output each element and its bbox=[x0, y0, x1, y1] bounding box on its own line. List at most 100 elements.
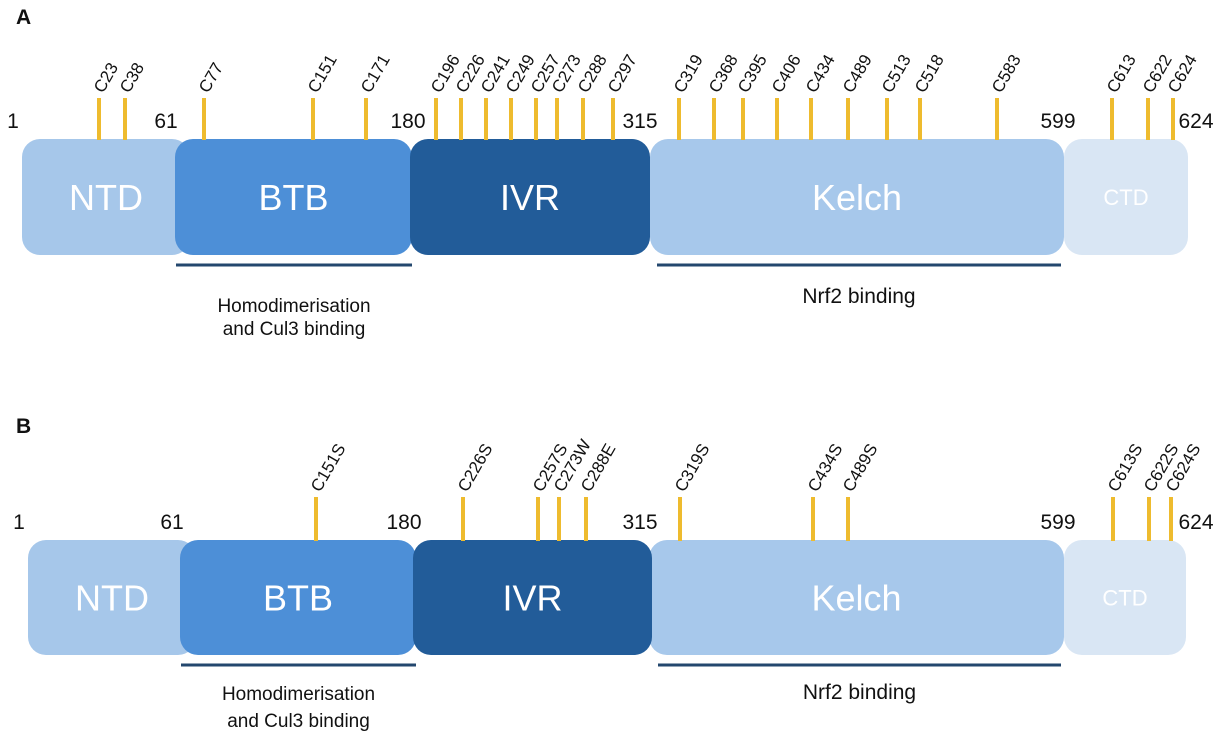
cysteine-marker bbox=[1110, 98, 1114, 140]
cysteine-label: C38 bbox=[116, 59, 148, 96]
cysteine-marker bbox=[364, 98, 368, 140]
cysteine-marker bbox=[809, 98, 813, 140]
position-label: 599 bbox=[1040, 110, 1075, 133]
cysteine-marker bbox=[202, 98, 206, 140]
cysteine-marker bbox=[557, 497, 561, 541]
cysteine-label: C368 bbox=[705, 51, 742, 96]
cysteine-marker bbox=[611, 98, 615, 140]
position-label: 624 bbox=[1178, 110, 1213, 133]
cysteine-marker bbox=[536, 497, 540, 541]
cysteine-label: C489S bbox=[839, 440, 881, 495]
cysteine-marker bbox=[678, 497, 682, 541]
cysteine-marker bbox=[123, 98, 127, 140]
cysteine-marker bbox=[1111, 497, 1115, 541]
domain-ntd-label: NTD bbox=[69, 177, 143, 218]
position-label: 315 bbox=[622, 511, 657, 534]
cysteine-marker bbox=[918, 98, 922, 140]
domain-ctd-label: CTD bbox=[1102, 585, 1147, 610]
region-label-homodimerisation: Homodimerisation bbox=[222, 684, 375, 705]
cysteine-label: C151 bbox=[304, 51, 341, 96]
position-label: 61 bbox=[154, 110, 177, 133]
position-label: 1 bbox=[7, 110, 19, 133]
cysteine-label: C518 bbox=[911, 51, 948, 96]
cysteine-label: C23 bbox=[90, 59, 122, 96]
domain-ivr-box bbox=[410, 139, 650, 255]
domain-btb-label: BTB bbox=[263, 577, 333, 618]
cysteine-marker bbox=[311, 98, 315, 140]
domain-ntd-box bbox=[22, 139, 190, 255]
cysteine-marker bbox=[459, 98, 463, 140]
domain-btb-label: BTB bbox=[258, 177, 328, 218]
cysteine-label: C395 bbox=[734, 51, 771, 96]
position-label: 624 bbox=[1178, 511, 1213, 534]
cysteine-label: C434 bbox=[802, 51, 839, 96]
cysteine-marker bbox=[434, 98, 438, 140]
region-underline-nrf2 bbox=[658, 663, 1061, 667]
position-label: 1 bbox=[13, 511, 25, 534]
cysteine-marker bbox=[995, 98, 999, 140]
cysteine-label: C297 bbox=[604, 51, 641, 96]
region-underline-nrf2 bbox=[657, 263, 1061, 267]
domain-kelch-label: Kelch bbox=[811, 577, 901, 618]
cysteine-marker bbox=[1171, 98, 1175, 140]
cysteine-label: C226S bbox=[454, 440, 496, 495]
position-label: 315 bbox=[622, 110, 657, 133]
domain-ntd-box bbox=[28, 540, 196, 655]
cysteine-label: C513 bbox=[878, 51, 915, 96]
cysteine-label: C77 bbox=[195, 59, 227, 96]
region-label-homodimerisation: Homodimerisation bbox=[217, 296, 370, 317]
cysteine-marker bbox=[1147, 497, 1151, 541]
cysteine-marker bbox=[1169, 497, 1173, 541]
cysteine-marker bbox=[885, 98, 889, 140]
cysteine-label: C151S bbox=[307, 440, 349, 495]
position-label: 599 bbox=[1040, 511, 1075, 534]
cysteine-label: C406 bbox=[768, 51, 805, 96]
cysteine-label: C489 bbox=[839, 51, 876, 96]
cysteine-label: C171 bbox=[357, 51, 394, 96]
domain-btb-box bbox=[175, 139, 412, 255]
cysteine-label: C613 bbox=[1103, 51, 1140, 96]
domain-kelch-box bbox=[650, 139, 1064, 255]
panel-label: B bbox=[16, 415, 31, 438]
domain-ctd-label: CTD bbox=[1103, 185, 1148, 210]
cysteine-label: C583 bbox=[988, 51, 1025, 96]
cysteine-marker bbox=[811, 497, 815, 541]
domain-ivr-label: IVR bbox=[500, 177, 560, 218]
cysteine-label: C319S bbox=[671, 440, 713, 495]
cysteine-marker bbox=[741, 98, 745, 140]
cysteine-marker bbox=[461, 497, 465, 541]
position-label: 180 bbox=[386, 511, 421, 534]
region-underline-homodimerisation bbox=[176, 263, 412, 267]
domain-ctd-box bbox=[1064, 540, 1186, 655]
cysteine-label: C613S bbox=[1104, 440, 1146, 495]
domain-btb-box bbox=[180, 540, 416, 655]
domain-ivr-box bbox=[413, 540, 652, 655]
region-underline-homodimerisation bbox=[181, 663, 416, 667]
cysteine-marker bbox=[846, 98, 850, 140]
cysteine-marker bbox=[97, 98, 101, 140]
position-label: 180 bbox=[390, 110, 425, 133]
cysteine-marker bbox=[555, 98, 559, 140]
region-label-homodimerisation: and Cul3 binding bbox=[227, 711, 370, 732]
domain-kelch-label: Kelch bbox=[812, 177, 902, 218]
domain-ctd-box bbox=[1064, 139, 1188, 255]
region-label-homodimerisation: and Cul3 binding bbox=[223, 319, 366, 340]
cysteine-marker bbox=[314, 497, 318, 541]
cysteine-marker bbox=[534, 98, 538, 140]
domain-ivr-label: IVR bbox=[502, 577, 562, 618]
cysteine-marker bbox=[581, 98, 585, 140]
cysteine-marker bbox=[484, 98, 488, 140]
cysteine-label: C319 bbox=[670, 51, 707, 96]
cysteine-marker bbox=[584, 497, 588, 541]
cysteine-marker bbox=[775, 98, 779, 140]
region-label-nrf2: Nrf2 binding bbox=[802, 285, 915, 308]
cysteine-marker bbox=[509, 98, 513, 140]
panel-label: A bbox=[16, 6, 31, 29]
region-label-nrf2: Nrf2 binding bbox=[803, 681, 916, 704]
domain-kelch-box bbox=[649, 540, 1064, 655]
position-label: 61 bbox=[160, 511, 183, 534]
